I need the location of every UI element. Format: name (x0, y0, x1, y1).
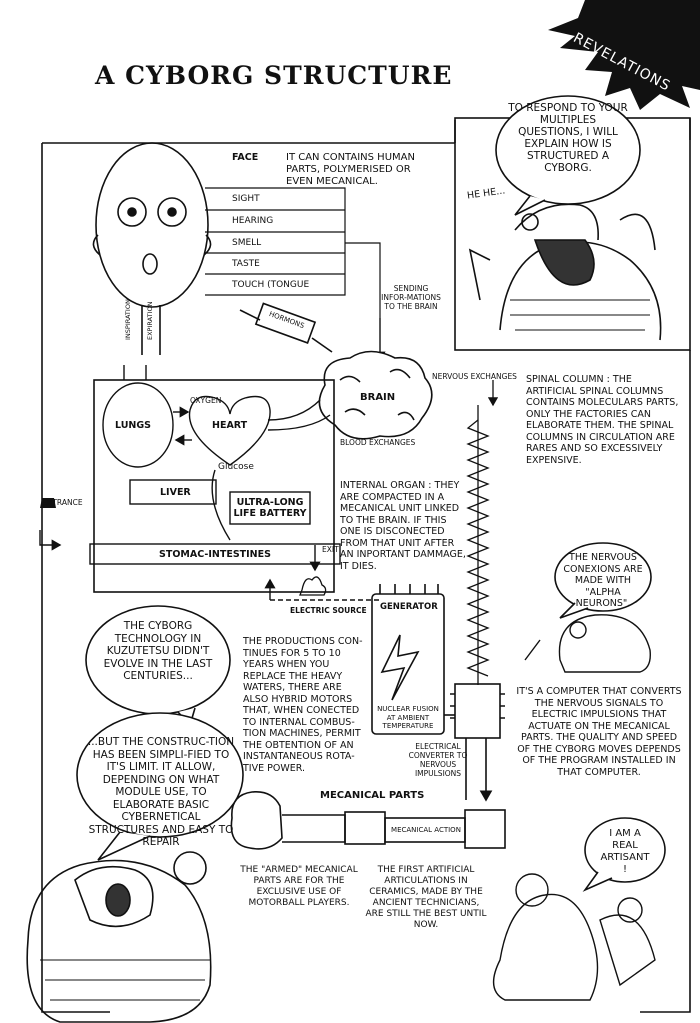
cyborg-character-top (468, 203, 662, 341)
oxygen-label: OXYGEN (190, 396, 222, 405)
sense-touch: TOUCH (TONGUE (232, 280, 310, 290)
expiration-label: EXPIRATION (146, 301, 154, 340)
converter-text: IT'S A COMPUTER THAT CONVERTS THE NERVOU… (516, 686, 682, 778)
internal-organ-text: INTERNAL ORGAN : THEY ARE COMPACTED IN A… (340, 480, 466, 572)
technology-text-1: THE CYBORG TECHNOLOGY IN KUZUTETSU DIDN'… (103, 620, 213, 682)
liver-shape (129, 479, 217, 505)
fusion-label: NUCLEAR FUSION AT AMBIENT TEMPERATURE (377, 705, 439, 730)
food-icon (40, 498, 56, 508)
productions-text: THE PRODUCTIONS CON-TINUES FOR 5 TO 10 Y… (243, 636, 363, 774)
revelations-burst (548, 0, 700, 110)
stomach-label: STOMAC-INTESTINES (159, 549, 271, 560)
face-description: IT CAN CONTAINS HUMAN PARTS, POLYMERISED… (286, 152, 415, 187)
entrance-label: ENTRANCE (42, 498, 83, 507)
articulations-text: THE FIRST ARTIFICIAL ARTICULATIONS IN CE… (365, 865, 487, 930)
electric-source-label: ELECTRIC SOURCE (290, 606, 367, 615)
generator-unit (371, 584, 445, 735)
battery-label: ULTRA-LONG LIFE BATTERY (233, 497, 307, 519)
spinal-column (466, 380, 499, 685)
face-illustration (92, 142, 212, 355)
mecanical-action-label: MECANICAL ACTION (391, 826, 461, 834)
mecanical-arm (230, 790, 506, 850)
lungs-label: LUNGS (115, 420, 152, 431)
spinal-column-text: SPINAL COLUMN : THE ARTIFICIAL SPINAL CO… (526, 374, 679, 466)
cyborg-character-middle (524, 614, 651, 673)
inspiration-label: INSPIRATION (124, 299, 132, 340)
sense-taste: TASTE (232, 259, 260, 269)
mecanical-parts-label: MECANICAL PARTS (320, 790, 425, 801)
intro-bubble-text: TO RESPOND TO YOUR MULTIPLES QUESTIONS, … (508, 102, 628, 174)
glucose-label: Glucose (218, 462, 254, 472)
sense-smell: SMELL (232, 238, 262, 248)
liver-label: LIVER (160, 487, 191, 498)
exit-icon (299, 576, 327, 596)
page-title: A CYBORG STRUCTURE (95, 61, 453, 90)
heart-shape (188, 395, 271, 466)
exit-label: EXIT (322, 545, 339, 554)
sense-sight: SIGHT (232, 194, 260, 204)
converter-unit (444, 683, 505, 800)
internal-organ-unit (93, 379, 335, 593)
technology-text-2: ...BUT THE CONSTRUC-TION HAS BEEN SIMPLI… (87, 736, 235, 848)
battery-shape (229, 491, 311, 525)
senses-table (205, 187, 346, 296)
heart-label: HEART (212, 420, 248, 431)
hormons-syringe (239, 302, 333, 353)
face-label: FACE (232, 152, 259, 163)
sending-note: SENDING INFOR-MATIONS TO THE BRAIN (381, 284, 441, 311)
blood-exchanges-label: BLOOD EXCHANGES (340, 438, 416, 447)
brain-illustration (318, 350, 433, 440)
artisant-text: I AM A REAL ARTISANT ! (600, 828, 650, 875)
brain-label: BRAIN (360, 392, 396, 403)
artisant-character (492, 873, 656, 1001)
stomach-shape (89, 543, 341, 565)
lungs-shape (102, 382, 174, 468)
generator-label: GENERATOR (380, 602, 438, 612)
cyborg-character-bottom (26, 851, 212, 1023)
converter-label: ELECTRICAL CONVERTER TO NERVOUS IMPULSIO… (408, 742, 468, 778)
sense-hearing: HEARING (232, 216, 274, 226)
armed-text: THE "ARMED" MECANICAL PARTS ARE FOR THE … (240, 865, 358, 908)
nervous-exchanges-label: NERVOUS EXCHANGES (432, 372, 517, 381)
nervous-conexions-text: THE NERVOUS CONEXIONS ARE MADE WITH "ALP… (563, 552, 643, 609)
